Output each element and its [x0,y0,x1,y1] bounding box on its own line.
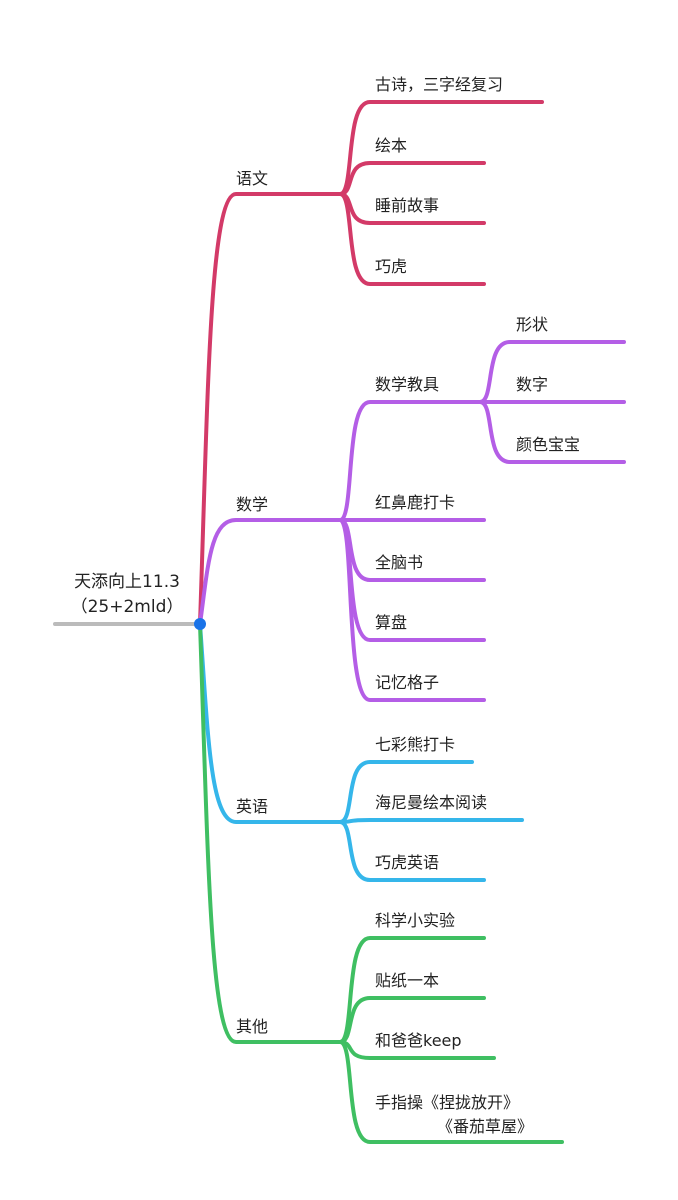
child-label-0-0[interactable]: 古诗，三字经复习 [375,75,503,94]
child-label-3-3[interactable]: 手指操《捏拢放开》 [375,1093,519,1112]
child-edge-0-3 [338,192,486,286]
child-label-3-0[interactable]: 科学小实验 [375,911,455,930]
branch-edge-2 [198,622,342,824]
root-node[interactable] [194,618,206,630]
child-label-1-2[interactable]: 全脑书 [375,553,423,572]
child-label-1-4[interactable]: 记忆格子 [375,673,439,692]
child-label-3-2[interactable]: 和爸爸keep [375,1031,462,1050]
branch-edge-0 [198,192,342,626]
child-edge-3-1 [338,996,486,1044]
grandchild-edge-1-0-0 [478,340,626,404]
child-edge-3-3 [338,1040,564,1144]
child-label-2-1[interactable]: 海尼曼绘本阅读 [375,793,487,812]
child-label-1-0[interactable]: 数学教具 [375,375,439,394]
child-label-2-0[interactable]: 七彩熊打卡 [375,735,455,754]
child-edge-0-0 [338,100,544,196]
branch-label-2[interactable]: 英语 [236,797,268,816]
branch-label-1[interactable]: 数学 [236,495,268,514]
child-edge-1-0 [338,400,486,522]
child-edge-3-0 [338,936,486,1044]
child-label-1-1[interactable]: 红鼻鹿打卡 [375,493,455,512]
child-label-0-3[interactable]: 巧虎 [375,257,407,276]
child-label-1-3[interactable]: 算盘 [375,613,407,632]
grandchild-label-1-0-1[interactable]: 数字 [516,375,548,394]
child-label-0-2[interactable]: 睡前故事 [375,196,439,215]
edges [198,100,626,1144]
child-edge-2-0 [338,760,474,824]
branch-edge-1 [198,518,342,626]
branch-label-0[interactable]: 语文 [236,169,268,188]
root-title-line-1: 天添向上11.3 [74,572,180,592]
child-label-2-2[interactable]: 巧虎英语 [375,853,439,872]
grandchild-edge-1-0-2 [478,400,626,464]
child-edge-2-2 [338,820,486,882]
branch-label-3[interactable]: 其他 [236,1017,268,1036]
child-edge-2-1 [338,818,524,824]
child-label-3-1[interactable]: 贴纸一本 [375,971,439,990]
child-edge-1-4 [338,518,486,702]
child-label2-3-3[interactable]: 《番茄草屋》 [437,1117,533,1136]
branch-edge-3 [198,622,342,1044]
child-edge-0-1 [338,161,486,196]
grandchild-label-1-0-0[interactable]: 形状 [516,315,548,334]
child-label-0-1[interactable]: 绘本 [375,136,407,155]
grandchild-label-1-0-2[interactable]: 颜色宝宝 [516,435,580,454]
root-title-line-2: （25+2mld） [71,597,184,617]
